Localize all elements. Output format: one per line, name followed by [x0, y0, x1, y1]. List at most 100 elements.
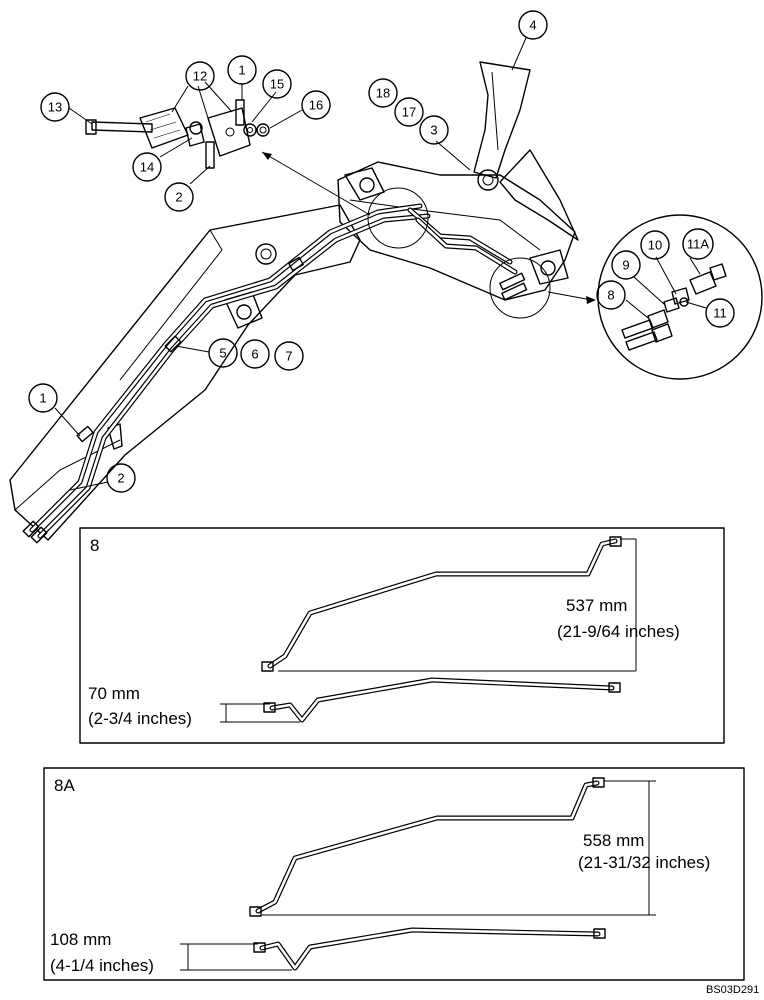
- panel-8a-frame: [43, 767, 745, 981]
- callout-15: 15: [262, 69, 292, 99]
- arrow-head: [262, 152, 272, 160]
- lift-cylinder: [473, 61, 531, 179]
- callout-2-top: 2: [164, 182, 194, 212]
- fitting-detail: [501, 282, 528, 301]
- callout-6: 6: [240, 339, 270, 369]
- cylinder-mount-pin: [236, 304, 252, 320]
- callout-label: 3: [430, 123, 437, 138]
- dimension-inches: (21-9/64 inches): [557, 622, 680, 641]
- stud-1: [235, 99, 245, 126]
- callout-label: 16: [309, 98, 323, 113]
- tube-8-long: [267, 538, 618, 669]
- bolt-13: [91, 121, 153, 133]
- tube-end-fitting: [263, 702, 276, 713]
- boom-top-edge: [119, 229, 223, 381]
- callout-label: 14: [140, 160, 154, 175]
- callout-14: 14: [132, 152, 162, 182]
- callout-label: 2: [117, 471, 124, 486]
- callout-11a: 11A: [682, 228, 714, 260]
- enlarged-detail-circle: [597, 214, 763, 380]
- boom-tubes: [22, 203, 518, 544]
- panel-8-label: 8: [90, 536, 99, 555]
- clamp-half-right: [207, 107, 251, 157]
- boom-side-edge: [14, 439, 121, 511]
- dipper-pivot-pin: [359, 177, 375, 193]
- dimension-line: [278, 538, 637, 672]
- tube-stub: [621, 319, 654, 339]
- adapter-11a: [689, 271, 717, 295]
- callout-bubbles: 13 12 1 15 16 14 2 4: [28, 10, 735, 493]
- callout-label: 2: [175, 190, 182, 205]
- nut-16: [256, 123, 270, 137]
- dimension-mm: 558 mm: [583, 831, 644, 850]
- tube-end-fitting: [22, 520, 40, 538]
- callout-label: 13: [48, 100, 62, 115]
- arm-web: [499, 149, 579, 241]
- tube-8a-short: [259, 927, 601, 971]
- pin-group-exploded: [85, 99, 270, 169]
- tube-line-2: [37, 213, 431, 539]
- callout-label: 6: [251, 347, 258, 362]
- callout-3: 3: [419, 115, 449, 145]
- dipper-arm-edge: [349, 199, 541, 251]
- panel-8-frame: [79, 527, 725, 744]
- callout-label: 18: [376, 86, 390, 101]
- detail-circle-lower: [489, 257, 551, 319]
- tube-end-fitting: [608, 682, 621, 693]
- callout-label: 12: [193, 69, 207, 84]
- tube-clamp: [76, 425, 94, 443]
- tube-end-fitting: [249, 906, 262, 917]
- callout-2-left: 2: [106, 463, 136, 493]
- tube-end-fitting: [592, 777, 605, 788]
- callout-12: 12: [185, 61, 215, 91]
- bucket-pivot-pin: [540, 260, 556, 276]
- callout-9: 9: [611, 250, 641, 280]
- bucket-pivot-ear: [529, 249, 569, 285]
- tube-8a-long: [255, 780, 600, 914]
- washer-15: [243, 123, 257, 137]
- panel-8a: 8A 558 mm (21-31/32 inches) 108 mm (4-1/…: [43, 767, 745, 981]
- tube-clamp: [288, 256, 304, 272]
- callout-label: 4: [529, 18, 536, 33]
- dimension-inches: (4-1/4 inches): [50, 956, 154, 975]
- callout-label: 10: [648, 238, 662, 253]
- dimension-mm: 537 mm: [566, 596, 627, 615]
- clamp-half-left: [139, 107, 189, 149]
- callout-label: 1: [238, 63, 245, 78]
- dimension-mm: 108 mm: [50, 930, 111, 949]
- callout-18: 18: [368, 78, 398, 108]
- boom-pivot-hole: [260, 248, 272, 260]
- panel-8: 8 537 mm (21-9/64 inches) 70 mm (2-3/4 i…: [79, 527, 725, 744]
- stud-2: [205, 141, 215, 169]
- dimension-line: [262, 780, 656, 916]
- tube-end-fitting: [261, 661, 274, 672]
- callout-1-left: 1: [28, 383, 58, 413]
- tube-end-fitting: [609, 536, 622, 547]
- o-ring-11: [679, 297, 689, 307]
- callout-label: 1: [39, 391, 46, 406]
- connector-10: [671, 287, 690, 305]
- callout-11: 11: [705, 298, 735, 328]
- leader-arrow: [547, 291, 593, 301]
- tube-stub: [625, 331, 658, 351]
- dimension-inches: (21-31/32 inches): [578, 853, 710, 872]
- dimension-inches: (2-3/4 inches): [88, 709, 192, 728]
- callout-label: 17: [402, 105, 416, 120]
- tube-end-fitting: [593, 928, 606, 939]
- callout-label: 11: [713, 306, 727, 321]
- leader-arrow: [261, 151, 371, 216]
- dimension-line: [180, 943, 292, 971]
- dimension-line: [220, 703, 300, 723]
- dipper-arm: [337, 161, 576, 301]
- callout-leaders: [54, 37, 707, 491]
- lift-cylinder-eye: [477, 169, 499, 191]
- callout-16: 16: [301, 90, 331, 120]
- tube-clamp: [164, 335, 182, 353]
- fitting-8: [647, 309, 669, 329]
- detail-circle-upper: [367, 187, 429, 249]
- dimension-mm: 70 mm: [88, 684, 140, 703]
- callout-label: 15: [270, 77, 284, 92]
- callout-label: 7: [285, 349, 292, 364]
